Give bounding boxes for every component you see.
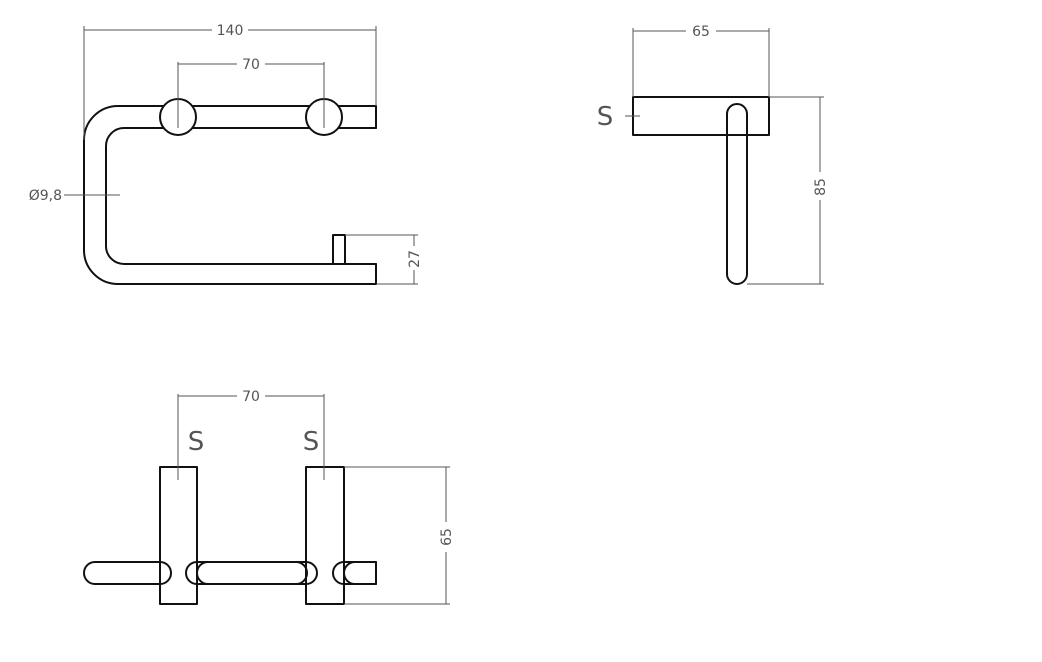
- top-tube-curve-plate-right-out: [332, 561, 345, 585]
- dim-140-label: 140: [217, 23, 244, 39]
- dim-65-side-label: 65: [692, 24, 710, 40]
- top-section-mark-left: S: [188, 427, 205, 457]
- dim-diameter-label: Ø9,8: [29, 188, 62, 204]
- dim-70-top-label: 70: [242, 389, 260, 405]
- top-tube-seg-mid: [196, 561, 308, 585]
- top-tube-curve-plate-right: [305, 561, 318, 585]
- front-retaining-pin: [332, 234, 346, 265]
- front-view: 140 70 Ø9,8 27: [29, 20, 423, 285]
- dim-65-top-label: 65: [439, 528, 455, 546]
- top-tube: [83, 561, 377, 585]
- side-wall-plate: [632, 96, 770, 136]
- side-view: S 65 85: [597, 22, 829, 285]
- dim-70-front-label: 70: [242, 57, 260, 73]
- dim-85-label: 85: [813, 178, 829, 196]
- dim-27-label: 27: [407, 250, 423, 268]
- top-section-mark-right: S: [303, 427, 320, 457]
- front-tube-inner: [105, 127, 377, 265]
- top-tube-curve-left: [159, 561, 172, 585]
- top-tube-curve-plate-left: [185, 561, 198, 585]
- top-view: 70 S S 65: [83, 386, 455, 605]
- side-section-mark: S: [597, 102, 614, 132]
- top-tube-seg-right: [343, 561, 377, 585]
